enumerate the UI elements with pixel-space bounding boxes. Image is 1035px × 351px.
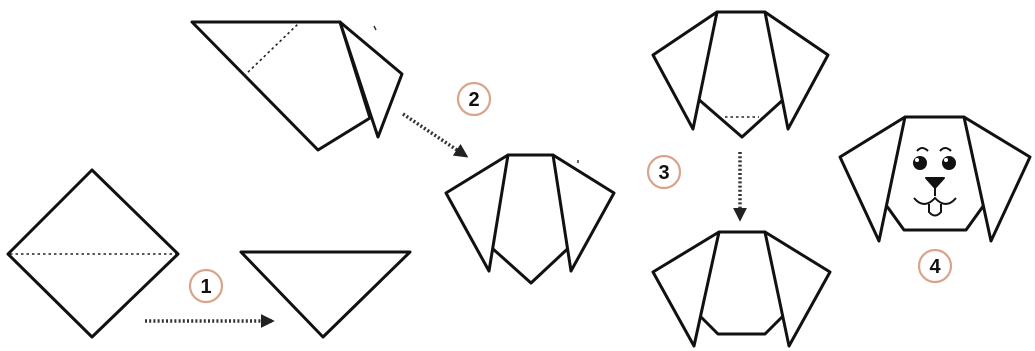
paper-square <box>8 170 178 337</box>
right-eye <box>942 156 956 170</box>
dog-face-finished <box>840 117 1030 241</box>
step-badge-2: 2 <box>458 83 490 115</box>
dog-head-chin-fold <box>653 12 828 137</box>
step-badge-1: 1 <box>190 270 222 302</box>
step-number-3: 3 <box>658 162 669 184</box>
step-number-4: 4 <box>929 256 941 278</box>
dog-head-ears <box>446 155 614 283</box>
paper-ear-fold <box>192 22 402 150</box>
arrow-step-2 <box>403 114 466 156</box>
step-number-2: 2 <box>468 89 479 111</box>
step-number-1: 1 <box>200 276 211 298</box>
dog-head-folded <box>653 232 830 346</box>
left-eye <box>913 156 927 170</box>
step-badge-4: 4 <box>919 250 951 282</box>
tongue <box>929 204 941 216</box>
paper-triangle <box>241 252 410 337</box>
step-badge-3: 3 <box>648 156 680 188</box>
